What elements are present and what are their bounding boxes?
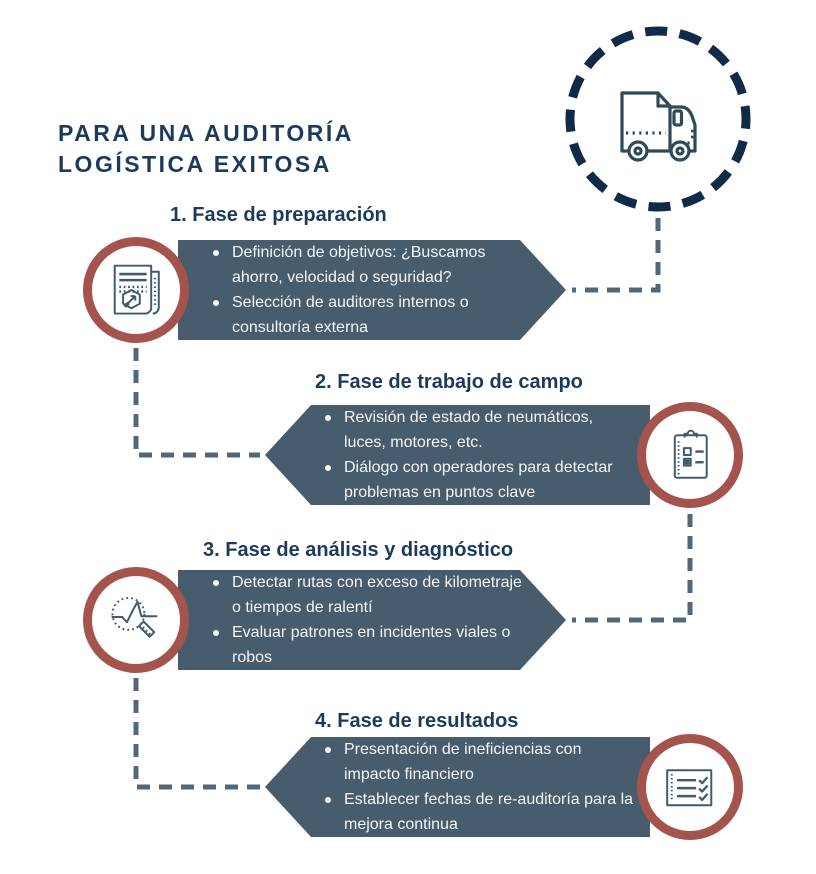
bullet-dot	[325, 415, 331, 421]
bullet-dot	[213, 300, 219, 306]
bullet-dot	[325, 465, 331, 471]
bullet-dot	[325, 747, 331, 753]
phase2-icon-badge	[637, 402, 743, 508]
phase4-bullet-list: Presentación de ineficiencias con impact…	[265, 737, 650, 837]
connector-phase3-to-phase4	[133, 678, 260, 790]
magnifier-icon	[111, 596, 158, 638]
phase4-icon-badge	[637, 734, 743, 840]
phase2-bullet-list: Revisión de estado de neumáticos, luces,…	[265, 405, 650, 505]
clipboard-icon	[673, 429, 708, 479]
list-item: Presentación de ineficiencias con impact…	[325, 737, 650, 787]
bullet-dot	[213, 580, 219, 586]
list-item: Evaluar patrones en incidentes viales o …	[213, 620, 566, 670]
phase1-icon-badge	[83, 237, 189, 343]
list-item: Definición de objetivos: ¿Buscamos ahorr…	[213, 240, 566, 290]
phase3-bullet-2: Evaluar patrones en incidentes viales o …	[232, 624, 511, 666]
list-item: Diálogo con operadores para detectar pro…	[325, 455, 650, 505]
bullet-dot	[213, 630, 219, 636]
checklist-icon	[666, 769, 713, 807]
phase4-box: Presentación de ineficiencias con impact…	[265, 737, 650, 837]
connector-hero-to-phase1	[572, 218, 661, 293]
list-item: Establecer fechas de re-auditoría para l…	[325, 787, 650, 837]
phase1-bullet-list: Definición de objetivos: ¿Buscamos ahorr…	[178, 240, 566, 340]
phase4-bullet-2: Establecer fechas de re-auditoría para l…	[344, 791, 634, 833]
phase3-box: Detectar rutas con exceso de kilometraje…	[178, 570, 566, 670]
page-title-line2: LOGÍSTICA EXITOSA	[58, 151, 332, 177]
bullet-dot	[325, 797, 331, 803]
page-title: PARA UNA AUDITORÍA LOGÍSTICA EXITOSA	[58, 118, 354, 180]
phase3-icon-badge	[83, 567, 189, 673]
connector-phase2-to-phase3	[572, 514, 693, 623]
phase1-bullet-1: Definición de objetivos: ¿Buscamos ahorr…	[232, 244, 486, 286]
newspaper-icon	[113, 264, 160, 315]
list-item: Detectar rutas con exceso de kilometraje…	[213, 570, 566, 620]
phase4-title: 4. Fase de resultados	[315, 710, 519, 732]
phase3-title: 3. Fase de análisis y diagnóstico	[203, 539, 514, 561]
phase3-bullet-list: Detectar rutas con exceso de kilometraje…	[178, 570, 566, 670]
bullet-dot	[213, 250, 219, 256]
phase4-bullet-1: Presentación de ineficiencias con impact…	[344, 741, 582, 783]
list-item: Selección de auditores internos o consul…	[213, 290, 566, 340]
phase1-bullet-2: Selección de auditores internos o consul…	[232, 294, 469, 336]
phase2-box: Revisión de estado de neumáticos, luces,…	[265, 405, 650, 505]
truck-icon	[565, 26, 751, 212]
phase2-title: 2. Fase de trabajo de campo	[315, 371, 583, 393]
phase2-bullet-2: Diálogo con operadores para detectar pro…	[344, 459, 613, 501]
phase2-bullet-1: Revisión de estado de neumáticos, luces,…	[344, 409, 594, 451]
phase3-bullet-1: Detectar rutas con exceso de kilometraje…	[232, 574, 522, 616]
connector-phase1-to-phase2	[133, 348, 260, 458]
phase1-box: Definición de objetivos: ¿Buscamos ahorr…	[178, 240, 566, 340]
page-title-line1: PARA UNA AUDITORÍA	[58, 120, 354, 146]
hero-badge	[565, 26, 751, 212]
list-item: Revisión de estado de neumáticos, luces,…	[325, 405, 650, 455]
phase1-title: 1. Fase de preparación	[170, 204, 387, 226]
